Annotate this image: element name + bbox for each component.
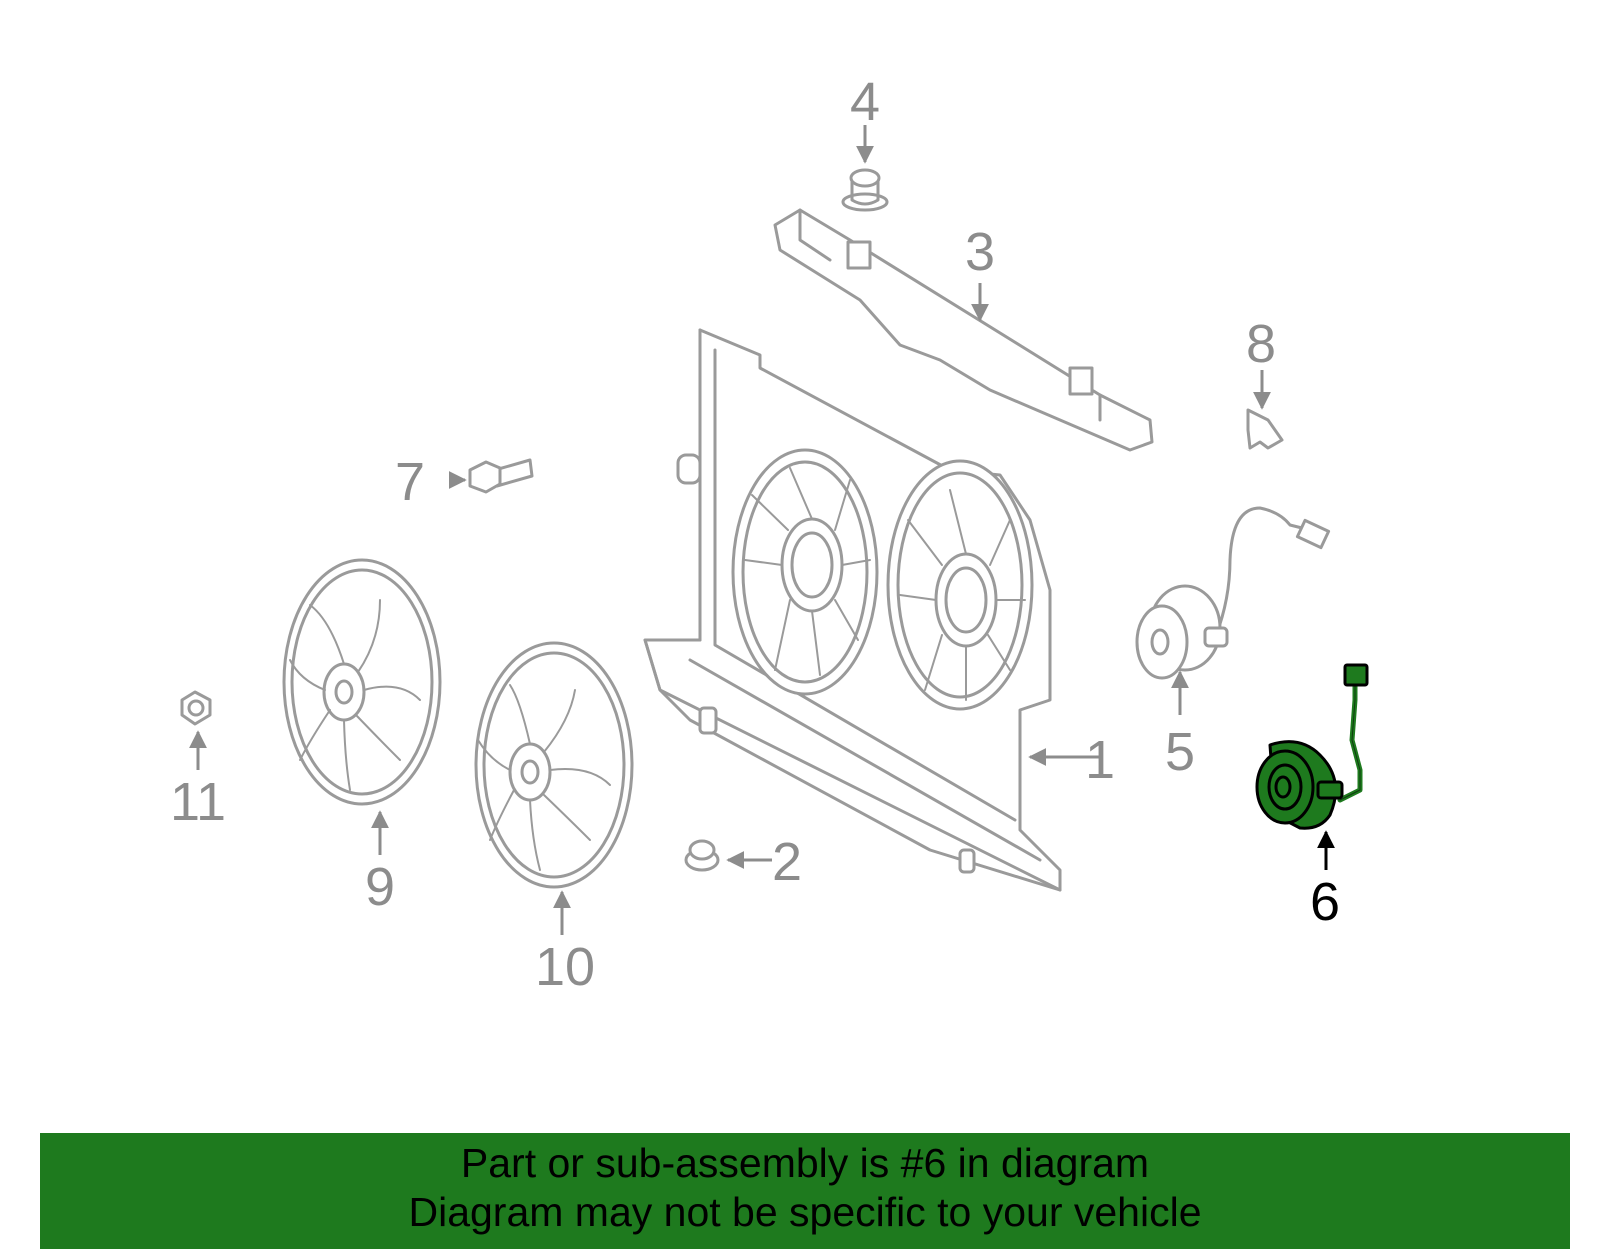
banner-line-disclaimer: Diagram may not be specific to your vehi… bbox=[408, 1189, 1202, 1235]
fan-motor-highlighted-part[interactable] bbox=[1255, 663, 1369, 830]
callout-9: 9 bbox=[365, 857, 395, 917]
clip-part[interactable] bbox=[841, 168, 889, 212]
nut-part[interactable] bbox=[180, 690, 212, 726]
fan-blade-left-part[interactable] bbox=[282, 558, 442, 806]
callout-4: 4 bbox=[850, 72, 880, 132]
callout-2: 2 bbox=[772, 832, 802, 892]
callout-1: 1 bbox=[1085, 730, 1115, 790]
fan-blade-right-part[interactable] bbox=[474, 641, 634, 889]
fan-motor-part[interactable] bbox=[1135, 506, 1331, 680]
banner-line-part-number: Part or sub-assembly is #6 in diagram bbox=[460, 1140, 1150, 1186]
info-banner: Part or sub-assembly is #6 in diagram Di… bbox=[40, 1133, 1570, 1249]
callout-10: 10 bbox=[535, 937, 595, 997]
callout-8: 8 bbox=[1246, 314, 1276, 374]
bolt-part[interactable] bbox=[468, 458, 534, 494]
grommet-part[interactable] bbox=[684, 839, 720, 872]
parts-diagram: 1 2 3 4 5 6 7 8 9 10 11 bbox=[170, 72, 1369, 997]
callout-5: 5 bbox=[1165, 722, 1195, 782]
upper-bracket-part[interactable] bbox=[773, 208, 1154, 452]
callout-6: 6 bbox=[1310, 872, 1340, 932]
fan-shroud-part[interactable] bbox=[643, 328, 1062, 892]
callout-11: 11 bbox=[170, 772, 226, 832]
callout-7: 7 bbox=[395, 452, 425, 512]
callout-3: 3 bbox=[965, 222, 995, 282]
small-bracket-part[interactable] bbox=[1246, 408, 1284, 450]
